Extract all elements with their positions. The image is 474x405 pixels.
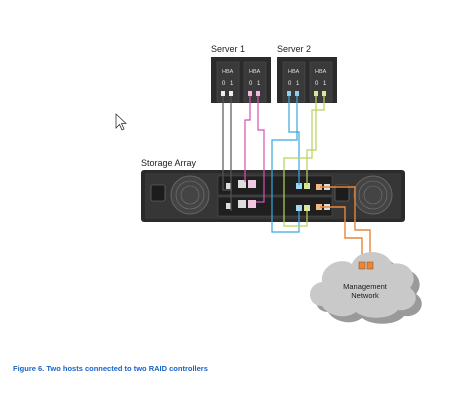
server-2-port-label: 0 xyxy=(288,81,292,87)
figure-caption: Figure 6. Two hosts connected to two RAI… xyxy=(13,364,208,373)
management-network-label-line-1: Management xyxy=(343,282,387,291)
cable-mgmt-ctrl1 xyxy=(320,206,363,265)
raid-controller-0 xyxy=(217,175,333,196)
fan-left xyxy=(170,175,210,215)
server-2-port-label: 0 xyxy=(315,81,319,87)
power-socket-left xyxy=(150,184,166,202)
cables-server-1-gray xyxy=(222,96,232,211)
server-2-port-label: 1 xyxy=(296,81,300,87)
server-1 xyxy=(211,57,271,103)
server-2-hba-2-label: HBA xyxy=(315,69,327,75)
cable-s1-hba2-p1 xyxy=(256,96,265,203)
fan-right xyxy=(353,175,393,215)
server-2-label: Server 2 xyxy=(277,44,312,54)
storage-array-label: Storage Array xyxy=(141,158,197,168)
server-2-hba-card-1 xyxy=(282,61,306,103)
server-2-hba-card-2 xyxy=(309,61,333,103)
cable-s1-hba1-p0 xyxy=(222,96,232,191)
cable-s1-hba1-p1 xyxy=(230,96,232,211)
storage-array xyxy=(141,170,405,222)
cables-server-2-green xyxy=(283,96,325,227)
server-1-hba-card-2 xyxy=(243,61,267,103)
server-1-port-label: 1 xyxy=(230,81,234,87)
power-socket-right xyxy=(334,184,350,202)
raid-controller-1 xyxy=(217,196,333,217)
cables-management-orange xyxy=(320,186,371,265)
server-1-hba-1-label: HBA xyxy=(222,69,234,75)
server-1-port-label: 0 xyxy=(222,81,226,87)
server-1-label: Server 1 xyxy=(211,44,246,54)
server-1-hba-2-label: HBA xyxy=(249,69,261,75)
server-1-port-label: 0 xyxy=(249,81,253,87)
management-network-cloud xyxy=(310,252,422,324)
server-1-hba-card-1 xyxy=(216,61,240,103)
cable-s2-hba2-p1 xyxy=(283,96,325,227)
mouse-cursor-icon xyxy=(115,113,128,131)
server-1-port-label: 1 xyxy=(257,81,261,87)
cable-mgmt-ctrl0 xyxy=(320,186,371,265)
server-2 xyxy=(277,57,337,103)
cables-server-1-magenta xyxy=(244,96,265,203)
cable-s2-hba1-p1 xyxy=(271,96,300,233)
server-2-hba-1-label: HBA xyxy=(288,69,300,75)
cable-s1-hba2-p0 xyxy=(244,96,251,182)
management-network-label-line-2: Network xyxy=(351,291,379,300)
server-2-port-label: 1 xyxy=(323,81,327,87)
